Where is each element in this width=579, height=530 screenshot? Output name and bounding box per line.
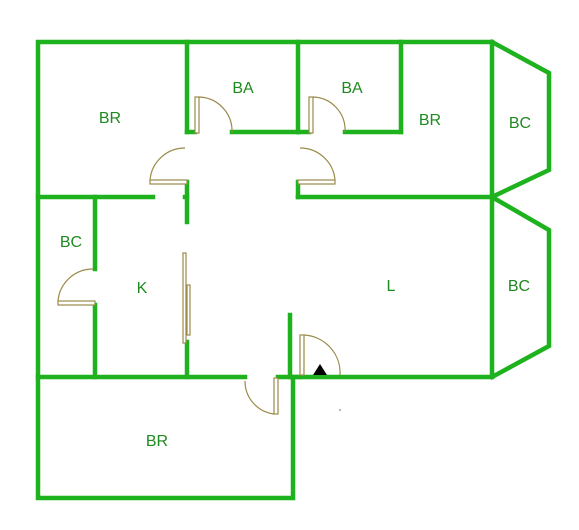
door-ba-right[interactable] [308,96,346,134]
room-label-br-top-left: BR [99,110,121,127]
room-label-ba-left: BA [232,80,254,97]
room-label-br-top-right: BR [419,112,441,129]
door-ba-left[interactable] [194,96,233,134]
room-label-bc-right-top: BC [509,115,531,132]
walls [35,38,552,501]
door-entrance[interactable] [299,334,341,376]
door-br-bottom[interactable] [244,377,279,415]
room-label-kitchen: K [137,280,148,297]
entrance-triangle-icon [313,364,327,375]
room-label-living: L [387,278,396,295]
door-kitchen-sliding[interactable] [182,252,191,344]
room-label-br-bottom: BR [146,433,168,450]
door-br-top-right[interactable] [297,147,336,185]
room-label-ba-right: BA [341,80,363,97]
bay-bc-bottom [488,193,552,381]
dot-mark [339,409,341,411]
bay-bc-top [488,38,552,200]
door-br-top-left[interactable] [149,147,188,185]
doors [57,96,346,415]
room-label-bc-left: BC [60,234,82,251]
door-bc-left[interactable] [57,268,96,306]
room-label-bc-right-bottom: BC [508,278,530,295]
room-labels: BR BA BA BR BC BC K L BC BR [60,80,531,450]
